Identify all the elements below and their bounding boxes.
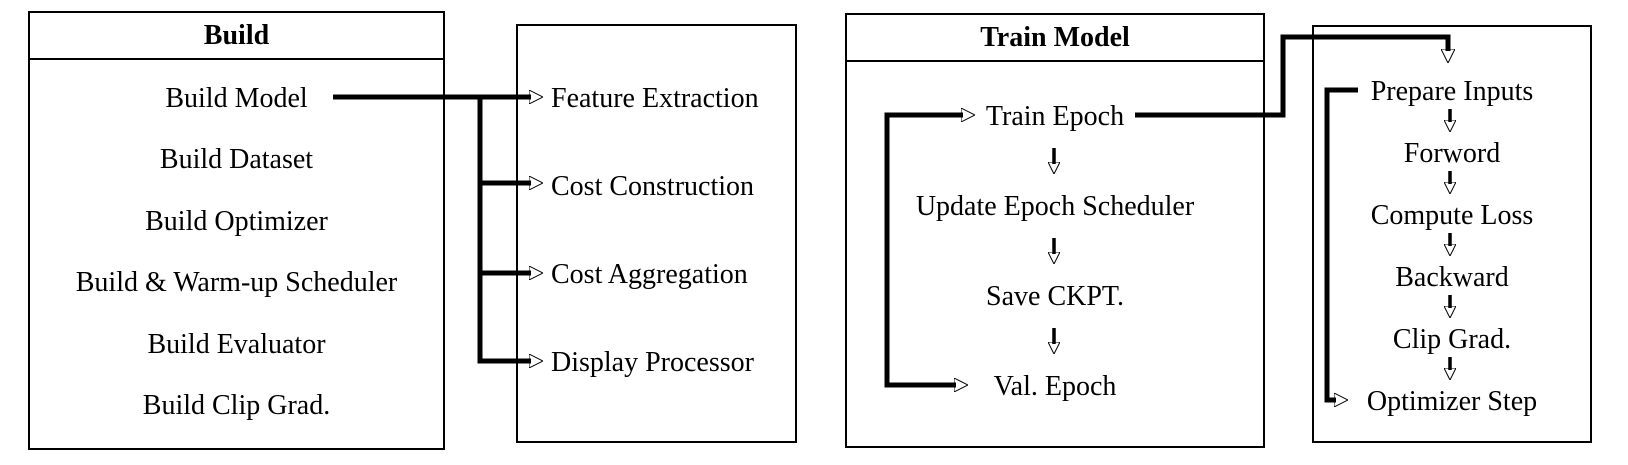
train-model-panel: Train Model Train Epoch Update Epoch Sch… (845, 13, 1265, 448)
node-val-epoch: Val. Epoch (993, 371, 1117, 402)
build-panel-title: Build (30, 13, 443, 60)
node-clip-grad: Clip Grad. (1392, 324, 1512, 355)
node-optimizer-step: Optimizer Step (1366, 386, 1538, 417)
node-build-model: Build Model (165, 83, 308, 114)
node-backward: Backward (1395, 262, 1509, 293)
node-cost-aggregation: Cost Aggregation (551, 259, 748, 290)
node-display-processor: Display Processor (551, 347, 754, 378)
node-update-epoch-scheduler: Update Epoch Scheduler (915, 191, 1195, 222)
node-prepare-inputs: Prepare Inputs (1370, 76, 1534, 107)
node-build-scheduler: Build & Warm-up Scheduler (75, 267, 398, 298)
train-step-panel: Prepare Inputs Forword Compute Loss Back… (1312, 25, 1592, 443)
node-save-ckpt: Save CKPT. (986, 281, 1124, 312)
train-model-panel-title: Train Model (847, 15, 1263, 62)
model-pipeline-panel: Feature Extraction Cost Construction Cos… (516, 24, 797, 443)
node-forword: Forword (1403, 138, 1501, 169)
node-cost-construction: Cost Construction (551, 171, 755, 202)
node-build-dataset: Build Dataset (159, 144, 314, 175)
node-build-clip-grad: Build Clip Grad. (142, 390, 331, 421)
node-feature-extraction: Feature Extraction (551, 83, 759, 114)
node-train-epoch: Train Epoch (985, 101, 1125, 132)
build-panel: Build Build Model Build Dataset Build Op… (28, 11, 445, 450)
node-build-evaluator: Build Evaluator (147, 329, 326, 360)
node-compute-loss: Compute Loss (1370, 200, 1534, 231)
node-build-optimizer: Build Optimizer (145, 206, 328, 237)
